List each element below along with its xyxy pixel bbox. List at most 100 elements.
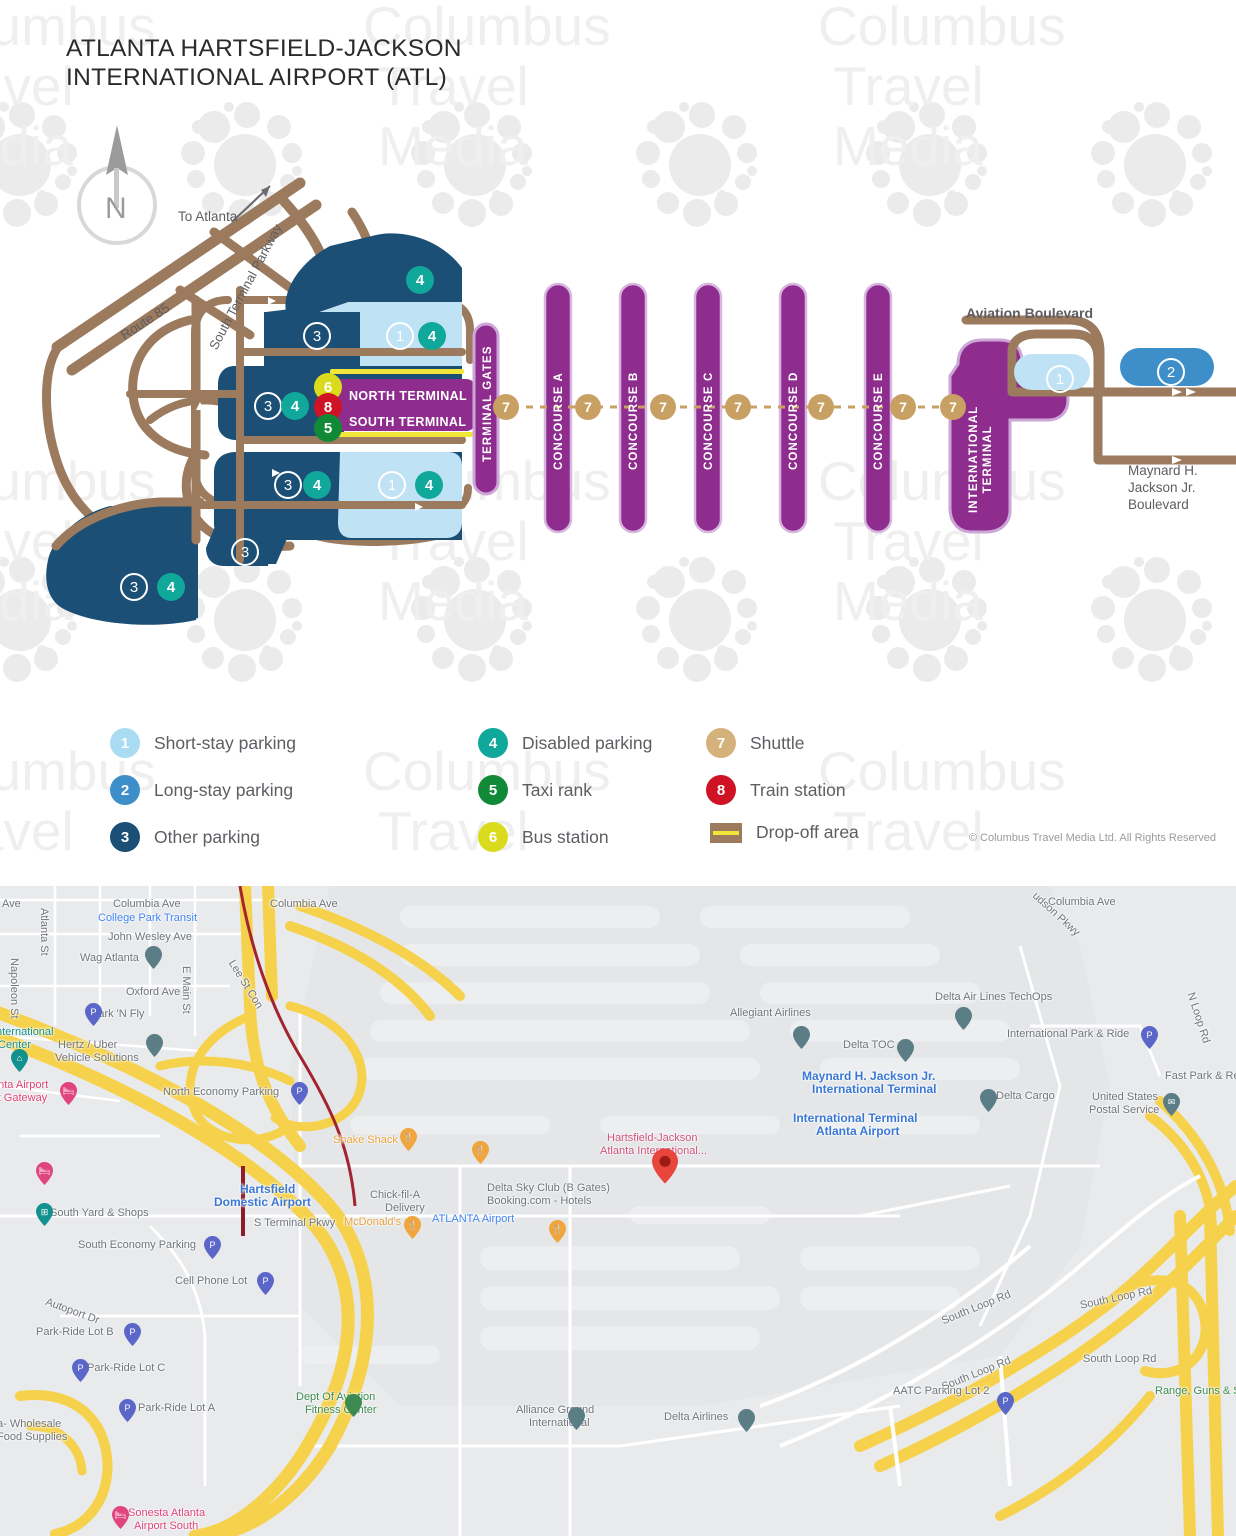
map-pin-parking-12[interactable]: P	[119, 1399, 136, 1422]
map-pin-grey-19[interactable]	[793, 1026, 810, 1049]
map-pin-food-14[interactable]: 🍴	[400, 1128, 417, 1151]
map-marker-4-12[interactable]: 4	[415, 471, 443, 499]
map-pin-parking-11[interactable]: P	[72, 1359, 89, 1382]
map-pin-grey-20[interactable]	[897, 1039, 914, 1062]
map-street-label-0: Atlanta St	[38, 908, 50, 956]
svg-text:⊞: ⊞	[41, 1207, 49, 1217]
google-map-vector	[0, 886, 1236, 1536]
legend-dot-icon-3: 3	[110, 822, 140, 852]
map-pin-parking-1[interactable]: P	[85, 1003, 102, 1026]
map-marker-3-14[interactable]: 3	[120, 573, 148, 601]
map-pin-hotel-13[interactable]: 🛏	[112, 1506, 129, 1529]
map-pin-parking-23[interactable]: P	[1141, 1026, 1158, 1049]
map-marker-2-17[interactable]: 2	[1157, 358, 1185, 386]
map-marker-1-16[interactable]: 1	[1046, 365, 1074, 393]
map-marker-5-8[interactable]: 5	[314, 414, 342, 442]
map-pin-grey-22[interactable]	[980, 1089, 997, 1112]
map-pin-parking-5[interactable]: P	[291, 1082, 308, 1105]
map-pin-teal-3[interactable]: ⌂	[11, 1049, 28, 1072]
svg-text:P: P	[1146, 1030, 1152, 1040]
map-pin-grey-mail-24[interactable]: ✉	[1163, 1093, 1180, 1116]
map-pin-big-red-18[interactable]	[652, 1148, 678, 1184]
map-pin-hotel-6[interactable]: 🛏	[36, 1162, 53, 1185]
legend-label-dropoff: Drop-off area	[756, 822, 859, 842]
map-marker-4-0[interactable]: 4	[406, 266, 434, 294]
map-label-41: Delta Air Lines TechOps	[935, 991, 1053, 1003]
map-label-55: AATC Parking Lot 2	[893, 1385, 990, 1397]
shuttle-marker-6[interactable]: 7	[890, 394, 916, 420]
map-label-28: Airport South	[134, 1520, 199, 1532]
concourse-d-label: CONCOURSE D	[788, 371, 800, 470]
map-marker-3-1[interactable]: 3	[303, 322, 331, 350]
svg-text:P: P	[77, 1363, 83, 1373]
map-label-0: Ave	[2, 898, 21, 910]
domestic-terminal-block	[324, 379, 476, 431]
map-marker-3-9[interactable]: 3	[274, 471, 302, 499]
legend-dot-icon-7: 7	[706, 728, 736, 758]
map-label-37: ATLANTA Airport	[432, 1213, 515, 1225]
dropoff-north	[330, 369, 464, 374]
map-pin-parking-10[interactable]: P	[124, 1323, 141, 1346]
map-marker-4-15[interactable]: 4	[157, 573, 185, 601]
label-aviation-boulevard: Aviation Boulevard	[966, 305, 1094, 321]
concourse-e-label: CONCOURSE E	[873, 372, 885, 470]
compass-north-letter: N	[105, 192, 127, 225]
map-label-40: Allegiant Airlines	[730, 1007, 811, 1019]
map-pin-green-25[interactable]	[345, 1394, 362, 1417]
shuttle-marker-7[interactable]: 7	[940, 394, 966, 420]
map-label-33: Delivery	[385, 1202, 425, 1214]
map-pin-grey-26[interactable]	[568, 1407, 585, 1430]
map-marker-3-13[interactable]: 3	[231, 538, 259, 566]
map-label-10: Vehicle Solutions	[55, 1052, 139, 1064]
map-marker-1-2[interactable]: 1	[386, 322, 414, 350]
shuttle-marker-1[interactable]: 7	[493, 394, 519, 420]
shuttle-marker-3[interactable]: 7	[650, 394, 676, 420]
map-label-19: S Terminal Pkwy	[254, 1217, 336, 1229]
map-marker-4-3[interactable]: 4	[418, 322, 446, 350]
map-label-18: Domestic Airport	[214, 1195, 311, 1209]
map-marker-4-6[interactable]: 4	[281, 392, 309, 420]
map-pin-hotel-4[interactable]: 🛏	[60, 1082, 77, 1105]
map-label-7: Oxford Ave	[126, 986, 181, 998]
svg-text:🛏: 🛏	[63, 1086, 74, 1096]
map-pin-grey-21[interactable]	[955, 1007, 972, 1030]
map-pin-food-16[interactable]: 🍴	[404, 1216, 421, 1239]
page-title: ATLANTA HARTSFIELD-JACKSON INTERNATIONAL…	[66, 35, 462, 91]
svg-text:P: P	[1002, 1396, 1008, 1406]
map-marker-4-10[interactable]: 4	[303, 471, 331, 499]
label-maynard-jackson-boulevard: Maynard H. Jackson Jr. Boulevard	[1128, 463, 1198, 512]
map-marker-3-5[interactable]: 3	[254, 392, 282, 420]
map-marker-1-11[interactable]: 1	[378, 471, 406, 499]
svg-text:P: P	[262, 1276, 268, 1286]
map-pin-parking-8[interactable]: P	[204, 1236, 221, 1259]
map-pin-parking-9[interactable]: P	[257, 1272, 274, 1295]
svg-text:🍴: 🍴	[403, 1131, 414, 1143]
map-label-51: Fast Park & Re	[1165, 1070, 1236, 1082]
map-label-45: International Terminal	[812, 1082, 937, 1096]
map-label-35: Delta Sky Club (B Gates)	[487, 1182, 610, 1194]
terminal-gates-label: TERMINAL GATES	[482, 345, 494, 462]
map-pin-teal-sq-7[interactable]: ⊞	[36, 1203, 53, 1226]
shuttle-marker-2[interactable]: 7	[575, 394, 601, 420]
map-pin-grey-27[interactable]	[738, 1409, 755, 1432]
map-label-3: Columbia Ave	[1048, 896, 1116, 908]
map-pin-food-15[interactable]: 🍴	[472, 1141, 489, 1164]
map-label-44: Maynard H. Jackson Jr.	[802, 1069, 936, 1083]
shuttle-marker-5[interactable]: 7	[808, 394, 834, 420]
map-label-20: South Economy Parking	[78, 1239, 197, 1251]
map-pin-food-17[interactable]: 🍴	[549, 1220, 566, 1243]
map-label-8: Park 'N Fly	[91, 1008, 145, 1020]
copyright-notice: © Columbus Travel Media Ltd. All Rights …	[968, 832, 1216, 844]
map-label-30: Fitness Center	[305, 1404, 377, 1416]
map-pin-teal-dot-0[interactable]	[145, 946, 162, 969]
map-pin-parking-28[interactable]: P	[997, 1392, 1014, 1415]
map-label-16: South Yard & Shops	[50, 1207, 149, 1219]
shuttle-marker-4[interactable]: 7	[725, 394, 751, 420]
concourse-b-bar	[618, 282, 648, 534]
map-pin-grey-2[interactable]	[146, 1034, 163, 1057]
